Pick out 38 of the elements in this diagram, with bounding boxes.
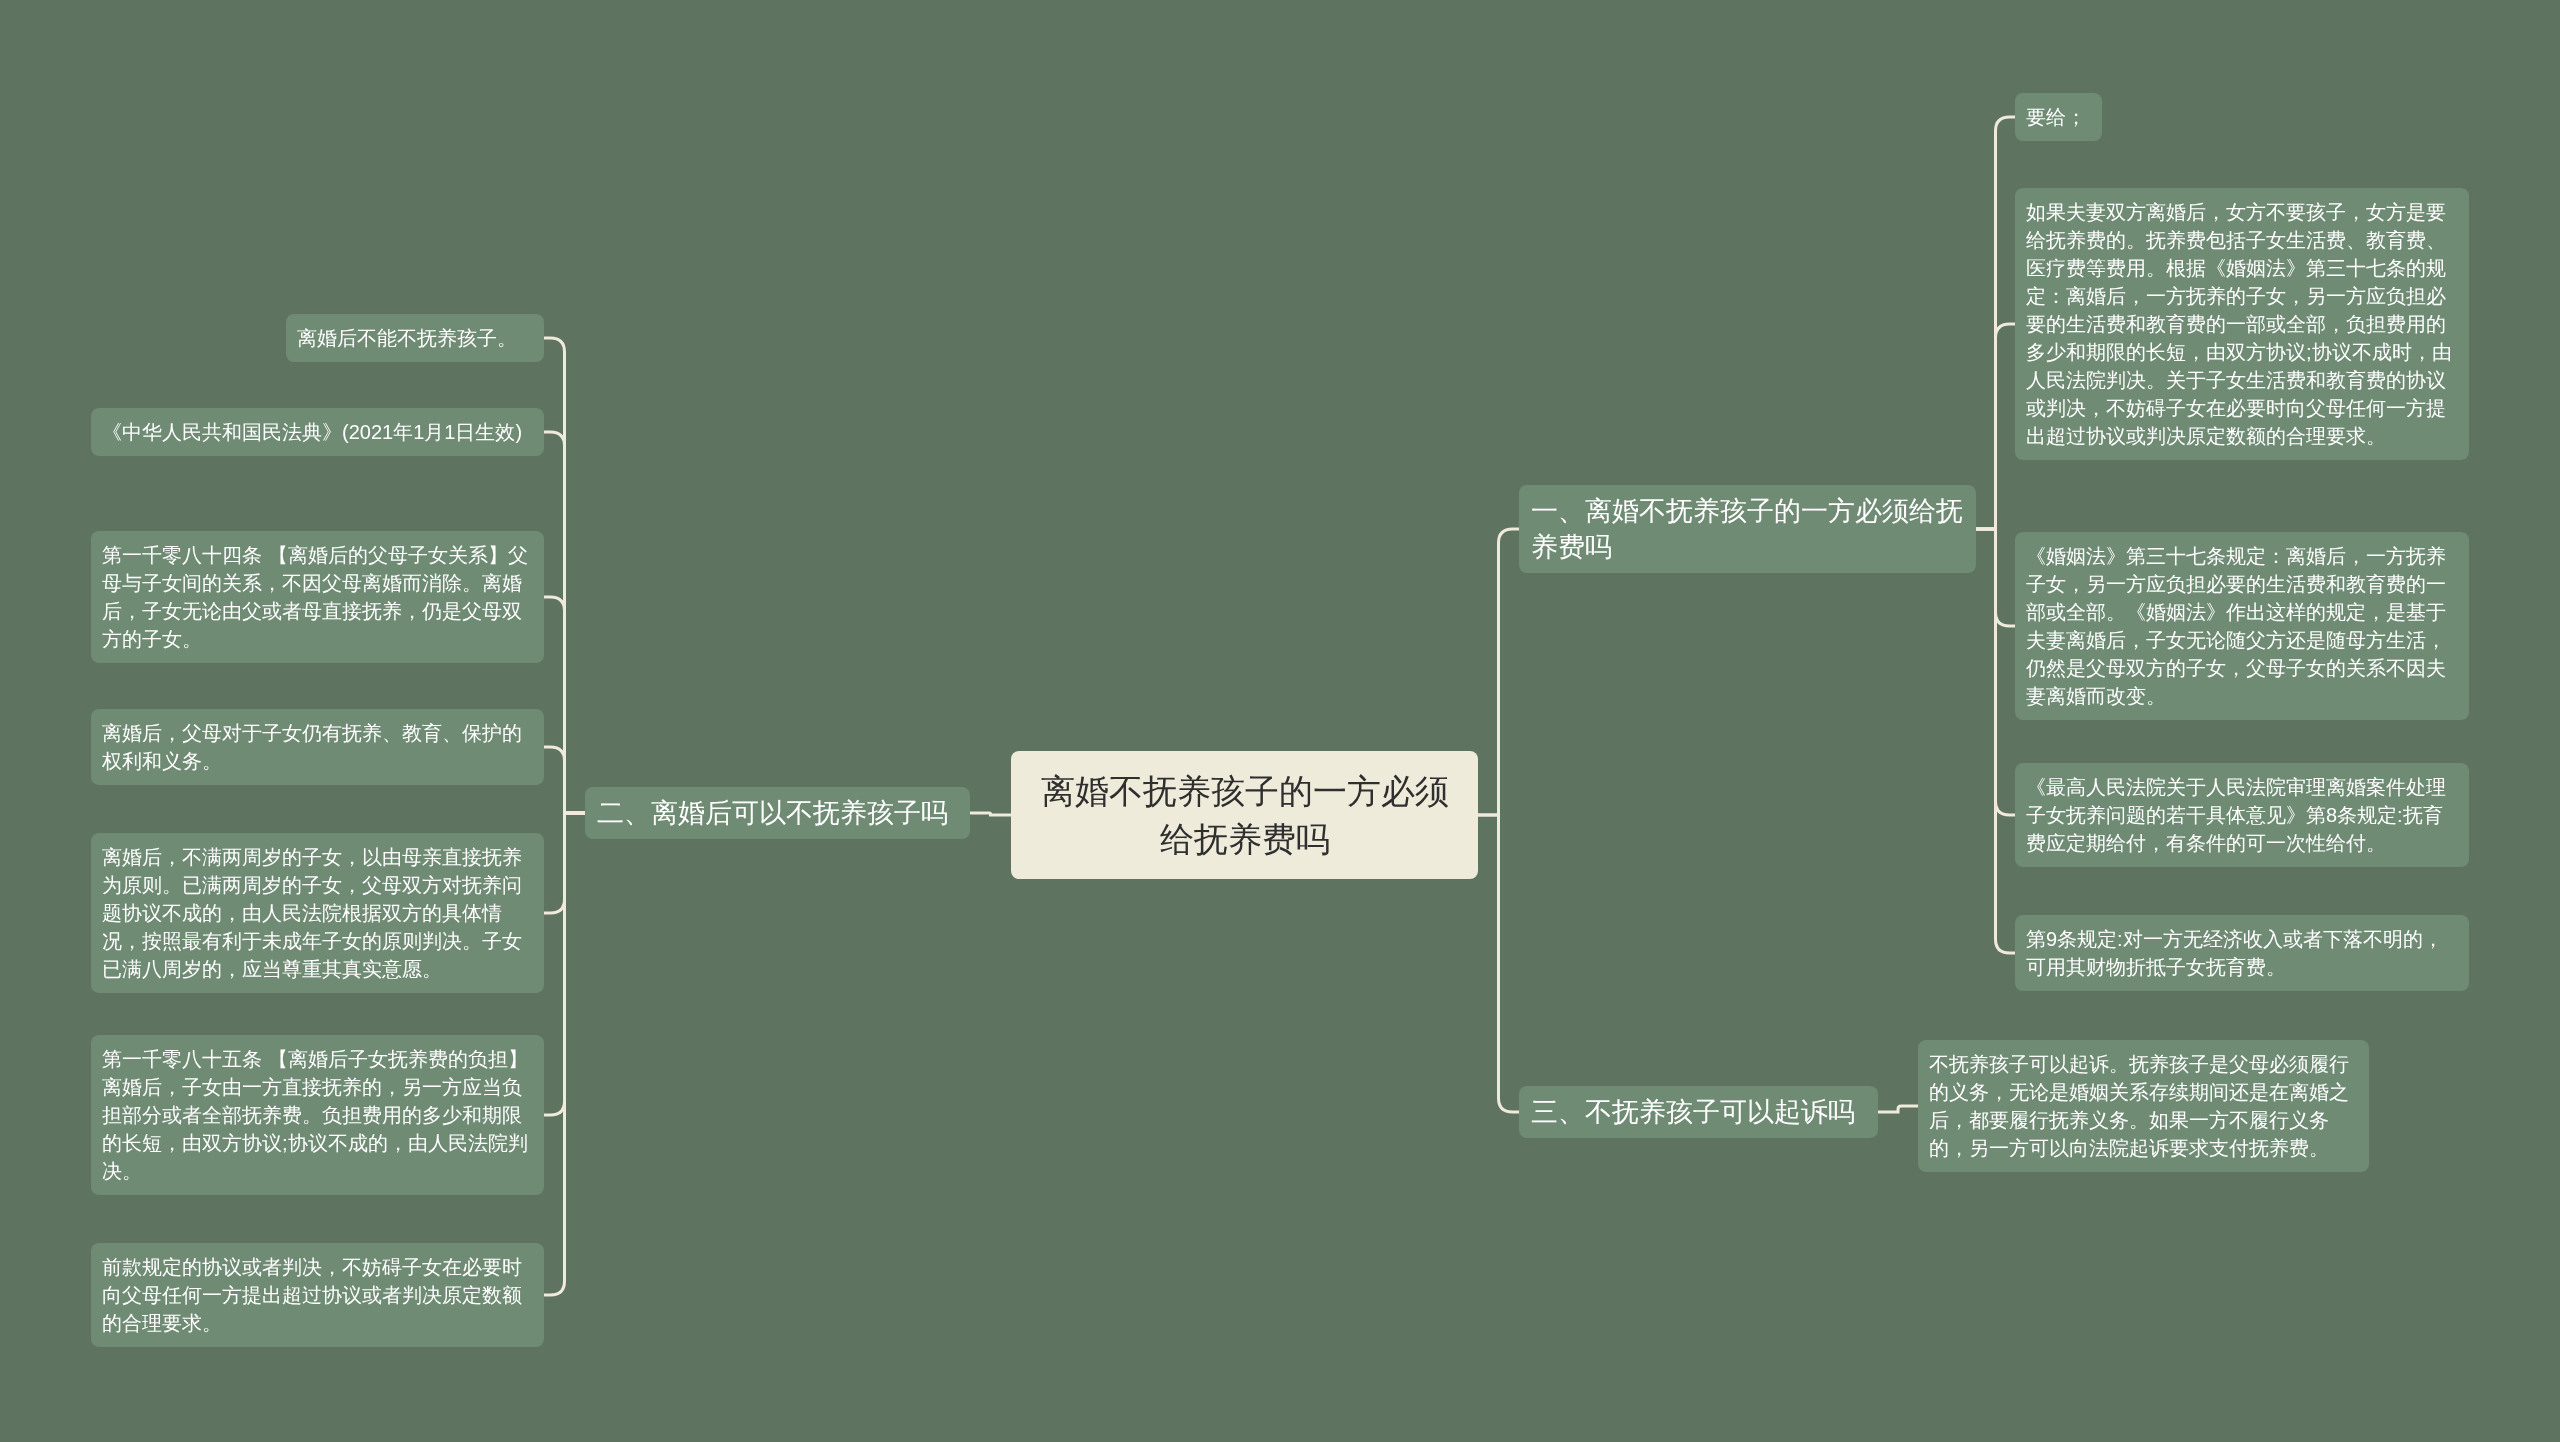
connector-line [1478,813,1519,1114]
central-topic-box [1011,751,1478,879]
topic-text: 离婚后不能不抚养孩子。 [297,326,518,351]
leaf-topic-box [91,709,544,785]
topic-text: 离婚不抚养孩子的一方必须给抚养费吗 [1039,771,1450,860]
leaf-topic-box [1918,1040,2369,1172]
connector-line [970,811,1011,817]
topic-text: 第一千零八十五条 【离婚后子女抚养费的负担】离婚后，子女由一方直接抚养的，另一方应当负担部分或者全部抚养费。负担费用的多少和期限的长短，由双方协议;协议不成的，由人民法院判决。 [102,1047,529,1184]
topic-text: 一、离婚不抚养孩子的一方必须给抚养费吗 [1531,495,1964,564]
branch-topic-box [1519,1086,1878,1138]
topic-text: 三、不抚养孩子可以起诉吗 [1531,1096,1856,1129]
connector-line [1976,527,2015,955]
topic-text: 《婚姻法》第三十七条规定：离婚后，一方抚养子女，另一方应负担必要的生活费和教育费的一部或全部。《婚姻法》作出这样的规定，是基于夫妻离婚后，子女无论随父方还是随母方生活，仍然是父母双方的子女，父母子女的关系不因夫妻离婚而改变。 [2026,544,2447,709]
leaf-topic-box [91,1243,544,1347]
topic-text: 离婚后，不满两周岁的子女，以由母亲直接抚养为原则。已满两周岁的子女，父母双方对抚养问题协议不成的，由人民法院根据双方的具体情况，按照最有利于未成年子女的原则判决。子女已满八周岁的，应当尊重其真实意愿。 [102,845,523,982]
leaf-topic-box [91,408,544,456]
leaf-topic-box [286,314,544,362]
leaf-topic-box [91,833,544,993]
leaf-topic-box [2015,532,2469,720]
branch-topic-box [585,787,970,839]
topic-text: 第一千零八十四条 【离婚后的父母子女关系】父母与子女间的关系，不因父母离婚而消除。离婚后，子女无论由父或者母直接抚养，仍是父母双方的子女。 [102,543,529,652]
topic-text: 《最高人民法院关于人民法院审理离婚案件处理子女抚养问题的若干具体意见》第8条规定:抚育费应定期给付，有条件的可一次性给付。 [2026,775,2447,856]
leaf-topic-box [2015,915,2469,991]
connector-line [1878,1104,1918,1114]
topic-text: 二、离婚后可以不抚养孩子吗 [597,797,949,830]
topic-text: 第9条规定:对一方无经济收入或者下落不明的，可用其财物折抵子女抚育费。 [2026,927,2444,980]
topic-text: 离婚后，父母对于子女仍有抚养、教育、保护的权利和义务。 [102,721,523,774]
leaf-topic-box [91,531,544,663]
branch-topic-box [1519,485,1976,573]
leaf-topic-box [2015,93,2102,141]
topic-text: 要给； [2026,105,2087,130]
topic-text: 不抚养孩子可以起诉。抚养孩子是父母必须履行的义务，无论是婚姻关系存续期间还是在离婚之后，都要履行抚养义务。如果一方不履行义务的，另一方可以向法院起诉要求支付抚养费。 [1929,1052,2350,1161]
topic-text: 如果夫妻双方离婚后，女方不要孩子，女方是要给抚养费的。抚养费包括子女生活费、教育费、医疗费等费用。根据《婚姻法》第三十七条的规定：离婚后，一方抚养的子女，另一方应负担必要的生活费和教育费的一部或全部，负担费用的多少和期限的长短，由双方协议;协议不成时，由人民法院判决。关于子女生活费和教育费的协议或判决，不妨碍子女在必要时向父母任何一方提出超过协议或判决原定数额的合理要求。 [2026,200,2453,449]
leaf-topic-box [2015,763,2469,867]
topic-text: 前款规定的协议或者判决，不妨碍子女在必要时向父母任何一方提出超过协议或者判决原定数额的合理要求。 [102,1255,523,1336]
leaf-topic-box [91,1035,544,1195]
connector-line [544,811,585,1297]
topic-text: 《中华人民共和国民法典》(2021年1月1日生效) [102,420,524,445]
